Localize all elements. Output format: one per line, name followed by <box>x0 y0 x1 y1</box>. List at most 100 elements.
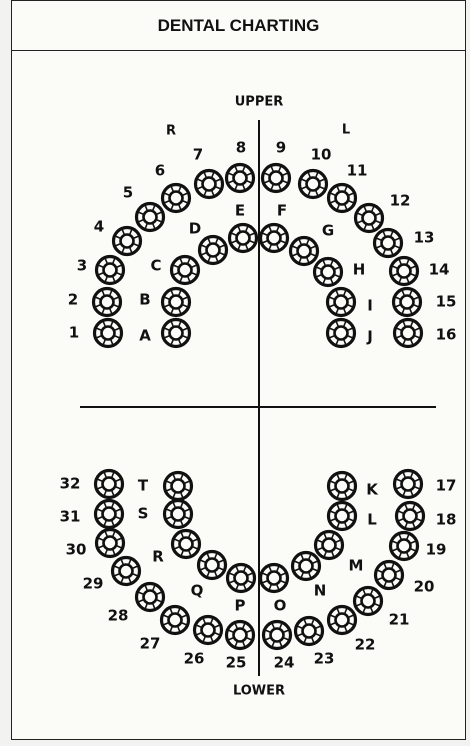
tooth-17 <box>395 471 422 498</box>
tooth-label-O: O <box>274 597 287 615</box>
tooth-7 <box>196 171 223 198</box>
tooth-label-P: P <box>235 597 246 615</box>
tooth-24 <box>264 622 291 649</box>
tooth-N <box>293 553 320 580</box>
tooth-label-17: 17 <box>436 477 457 495</box>
tooth-25 <box>227 622 254 649</box>
tooth-K <box>329 473 356 500</box>
tooth-label-K: K <box>366 481 379 499</box>
tooth-29 <box>113 558 140 585</box>
tooth-11 <box>329 185 356 212</box>
tooth-label-M: M <box>349 557 364 575</box>
left-side-label: L <box>342 123 350 138</box>
tooth-22 <box>329 607 356 634</box>
tooth-8 <box>227 165 254 192</box>
tooth-label-28: 28 <box>108 607 129 625</box>
tooth-G <box>291 238 318 265</box>
tooth-label-R: R <box>152 548 164 566</box>
tooth-label-Q: Q <box>191 582 204 600</box>
tooth-Q <box>199 552 226 579</box>
tooth-12 <box>356 205 383 232</box>
upper-arch-label: UPPER <box>235 95 284 110</box>
tooth-label-L: L <box>367 511 377 529</box>
tooth-30 <box>97 530 124 557</box>
tooth-18 <box>397 503 424 530</box>
tooth-label-C: C <box>150 257 161 275</box>
tooth-label-29: 29 <box>83 575 104 593</box>
tooth-label-H: H <box>353 261 366 279</box>
tooth-label-11: 11 <box>347 162 368 180</box>
tooth-1 <box>95 320 122 347</box>
tooth-I <box>328 289 355 316</box>
tooth-20 <box>376 562 403 589</box>
tooth-23 <box>296 618 323 645</box>
tooth-label-E: E <box>235 202 245 220</box>
tooth-label-2: 2 <box>68 291 78 309</box>
tooth-C <box>172 257 199 284</box>
tooth-5 <box>137 204 164 231</box>
tooth-M <box>316 532 343 559</box>
tooth-label-32: 32 <box>60 475 81 493</box>
tooth-label-6: 6 <box>155 162 165 180</box>
lower-arch-label: LOWER <box>233 684 285 699</box>
tooth-6 <box>163 185 190 212</box>
tooth-label-A: A <box>139 327 151 345</box>
tooth-T <box>165 473 192 500</box>
tooth-label-8: 8 <box>236 139 246 157</box>
tooth-label-24: 24 <box>274 654 295 672</box>
tooth-label-T: T <box>138 477 149 495</box>
tooth-2 <box>94 289 121 316</box>
tooth-label-19: 19 <box>426 541 447 559</box>
tooth-A <box>163 320 190 347</box>
tooth-4 <box>114 228 141 255</box>
tooth-E <box>230 225 257 252</box>
tooth-label-14: 14 <box>429 261 450 279</box>
tooth-P <box>228 565 255 592</box>
tooth-15 <box>394 289 421 316</box>
tooth-9 <box>263 165 290 192</box>
tooth-label-D: D <box>189 220 201 238</box>
tooth-label-4: 4 <box>94 218 104 236</box>
tooth-31 <box>96 501 123 528</box>
tooth-label-18: 18 <box>436 511 457 529</box>
tooth-label-9: 9 <box>276 139 286 157</box>
tooth-26 <box>195 617 222 644</box>
tooth-label-G: G <box>322 222 334 240</box>
tooth-label-5: 5 <box>123 184 133 202</box>
tooth-32 <box>96 471 123 498</box>
tooth-19 <box>391 533 418 560</box>
tooth-label-15: 15 <box>436 293 457 311</box>
tooth-J <box>328 320 355 347</box>
tooth-3 <box>97 257 124 284</box>
tooth-O <box>261 565 288 592</box>
tooth-label-27: 27 <box>140 635 161 653</box>
tooth-10 <box>300 171 327 198</box>
tooth-label-J: J <box>366 328 373 346</box>
tooth-label-20: 20 <box>414 578 435 596</box>
tooth-L <box>329 503 356 530</box>
tooth-label-13: 13 <box>414 229 435 247</box>
tooth-B <box>163 289 190 316</box>
tooth-label-B: B <box>139 291 150 309</box>
tooth-label-3: 3 <box>77 257 87 275</box>
tooth-S <box>165 501 192 528</box>
tooth-F <box>261 225 288 252</box>
tooth-label-23: 23 <box>314 650 335 668</box>
tooth-13 <box>375 230 402 257</box>
tooth-27 <box>162 607 189 634</box>
tooth-R <box>173 531 200 558</box>
tooth-16 <box>395 320 422 347</box>
tooth-label-7: 7 <box>193 146 203 164</box>
tooth-label-21: 21 <box>389 611 410 629</box>
tooth-label-22: 22 <box>355 636 376 654</box>
tooth-D <box>200 237 227 264</box>
tooth-28 <box>137 584 164 611</box>
tooth-label-26: 26 <box>184 650 205 668</box>
tooth-label-25: 25 <box>226 654 247 672</box>
tooth-label-S: S <box>138 505 149 523</box>
tooth-label-F: F <box>277 202 287 220</box>
tooth-label-16: 16 <box>436 326 457 344</box>
tooth-label-12: 12 <box>390 192 411 210</box>
right-side-label: R <box>166 124 176 139</box>
